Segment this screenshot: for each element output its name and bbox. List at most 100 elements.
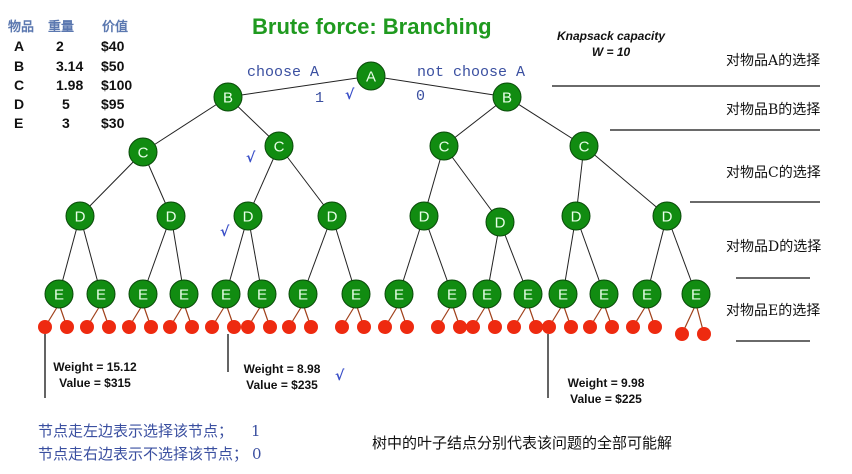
tree-node-c	[569, 131, 599, 161]
tree-edge	[443, 145, 501, 223]
right-branch-value: 0	[416, 88, 426, 105]
leaf-weight: Weight = 9.98	[567, 376, 645, 390]
tree-node-e	[211, 279, 241, 309]
check-mark-icon: √	[220, 224, 230, 240]
row-value: $95	[101, 96, 125, 112]
leaf-node	[102, 320, 116, 334]
row-item: C	[14, 77, 25, 93]
tree-node-label: C	[439, 139, 450, 156]
leaf-node	[431, 320, 445, 334]
row-value: $100	[101, 77, 133, 93]
leaf-annotation-2: Weight = 8.98 Value = $235	[232, 361, 332, 393]
tree-node-label: E	[298, 287, 308, 304]
tree-edge	[227, 75, 372, 98]
knapsack-capacity: Knapsack capacity W = 10	[546, 28, 676, 60]
tree-node-e	[589, 279, 619, 309]
tree-node-c	[264, 131, 294, 161]
leaf-node	[529, 320, 543, 334]
legend-right-text: 节点走右边表示不选择该节点；	[38, 445, 249, 463]
leaf-node	[488, 320, 502, 334]
tree-node-label: E	[482, 287, 492, 304]
header-value: 价值	[102, 20, 129, 35]
tree-node-label: C	[579, 139, 590, 156]
tree-node-label: D	[166, 209, 177, 226]
leaf-node	[626, 320, 640, 334]
row-item: E	[14, 115, 24, 131]
legend-right-value: 0	[252, 445, 262, 463]
tree-node-label: E	[96, 287, 106, 304]
level-label-c: 对物品C的选择	[726, 165, 821, 181]
row-weight: 2	[56, 38, 64, 54]
tree-node-label: E	[179, 287, 189, 304]
tree-node-c	[429, 131, 459, 161]
tree-node-e	[681, 279, 711, 309]
leaf-node	[466, 320, 480, 334]
tree-node-label: B	[502, 90, 512, 107]
diagram-title: Brute force: Branching	[252, 14, 492, 39]
header-item: 物品	[8, 20, 35, 35]
leaf-annotation-3: Weight = 9.98 Value = $225	[556, 375, 656, 407]
leaf-node	[583, 320, 597, 334]
tree-node-e	[472, 279, 502, 309]
leaf-annotation-1: Weight = 15.12 Value = $315	[40, 359, 150, 391]
tree-node-e	[247, 279, 277, 309]
tree-edge	[370, 75, 508, 98]
tree-node-e	[513, 279, 543, 309]
tree-node-d	[65, 201, 95, 231]
tree-node-d	[233, 201, 263, 231]
leaf-node	[400, 320, 414, 334]
row-item: A	[14, 38, 25, 54]
tree-node-b	[213, 82, 243, 112]
tree-node-label: C	[274, 139, 285, 156]
leaf-node	[335, 320, 349, 334]
leaf-node	[122, 320, 136, 334]
leaf-node	[542, 320, 556, 334]
row-value: $40	[101, 38, 125, 54]
left-branch-value: 1	[315, 90, 325, 107]
tree-node-d	[561, 201, 591, 231]
leaf-node	[185, 320, 199, 334]
tree-node-d	[409, 201, 439, 231]
leaf-node	[38, 320, 52, 334]
tree-node-d	[156, 201, 186, 231]
choose-a-label: choose A	[247, 64, 320, 81]
row-weight: 3	[62, 115, 70, 131]
leaf-weight: Weight = 8.98	[243, 362, 321, 376]
leaf-node	[697, 327, 711, 341]
level-label-e: 对物品E的选择	[726, 303, 821, 319]
leaf-node	[263, 320, 277, 334]
tree-edge	[79, 151, 144, 217]
tree-node-label: D	[243, 209, 254, 226]
tree-node-b	[492, 82, 522, 112]
leaf-node	[241, 320, 255, 334]
leaf-node	[144, 320, 158, 334]
row-weight: 3.14	[56, 58, 84, 74]
tree-node-label: C	[138, 145, 149, 162]
check-mark-icon: √	[335, 368, 345, 384]
tree-node-e	[86, 279, 116, 309]
tree-node-c	[128, 137, 158, 167]
leaf-node	[648, 320, 662, 334]
tree-node-label: E	[221, 287, 231, 304]
row-value: $50	[101, 58, 125, 74]
leaf-node	[282, 320, 296, 334]
leaf-node	[205, 320, 219, 334]
tree-node-label: E	[447, 287, 457, 304]
tree-node-d	[485, 207, 515, 237]
tree-node-label: E	[558, 287, 568, 304]
row-item: D	[14, 96, 25, 112]
capacity-value: W = 10	[591, 45, 631, 59]
tree-node-e	[384, 279, 414, 309]
leaf-node	[80, 320, 94, 334]
tree-node-e	[548, 279, 578, 309]
leaf-node	[304, 320, 318, 334]
leaf-value: Value = $235	[246, 378, 318, 392]
tree-node-a	[356, 61, 386, 91]
tree-node-label: E	[523, 287, 533, 304]
tree-node-label: E	[642, 287, 652, 304]
leaf-node	[60, 320, 74, 334]
tree-node-e	[44, 279, 74, 309]
level-label-b: 对物品B的选择	[726, 102, 821, 118]
tree-edge	[506, 96, 585, 147]
capacity-label: Knapsack capacity	[556, 29, 666, 43]
